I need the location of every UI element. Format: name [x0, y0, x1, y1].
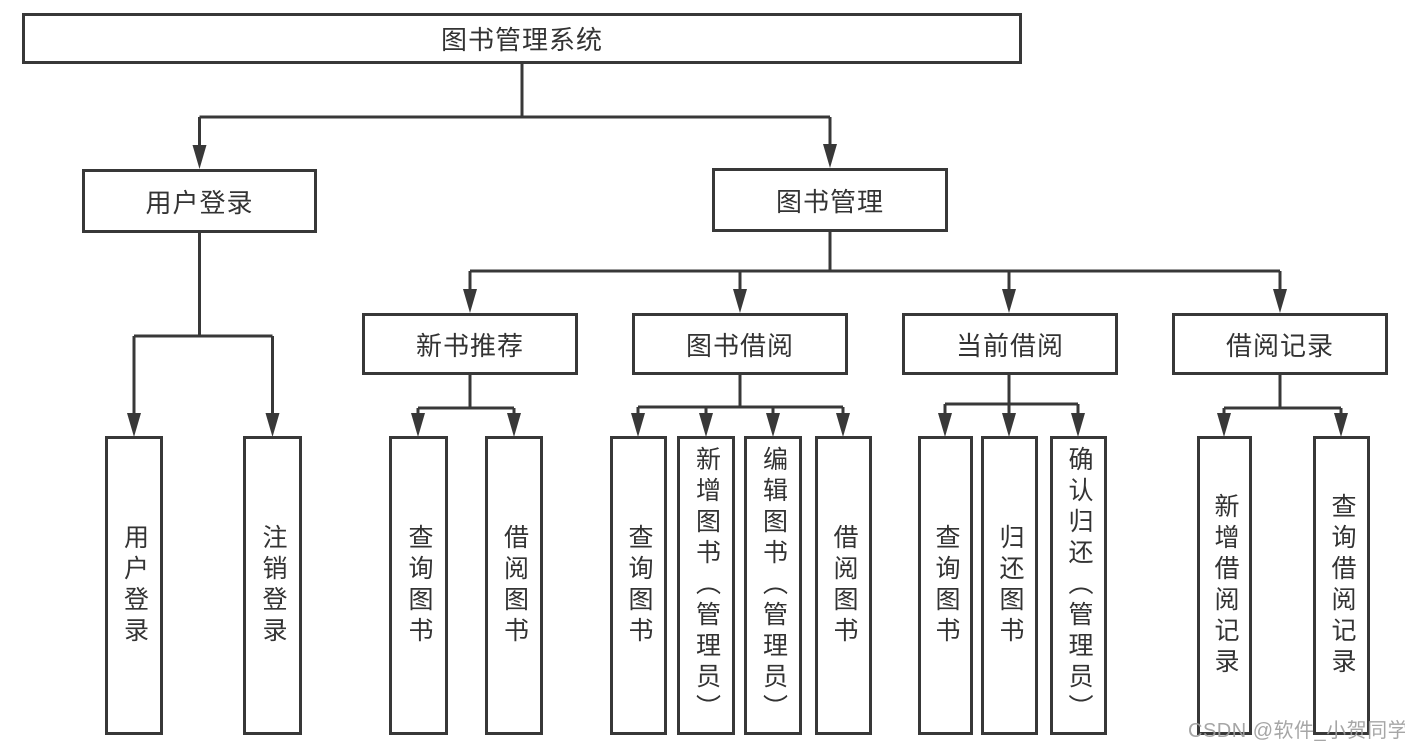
leaf-borrow-books-borrowing: 借阅图书: [815, 436, 872, 735]
leaf-return-books: 归还图书: [981, 436, 1038, 735]
node-current-borrowing: 当前借阅: [902, 313, 1118, 375]
leaf-edit-book-admin: 编辑图书（管理员）: [744, 436, 802, 735]
node-book-borrowing: 图书借阅: [632, 313, 848, 375]
leaf-borrow-books-recommend: 借阅图书: [485, 436, 543, 735]
leaf-confirm-return-admin: 确认归还（管理员）: [1050, 436, 1107, 735]
leaf-query-books-recommend: 查询图书: [389, 436, 448, 735]
node-book-management: 图书管理: [712, 168, 948, 232]
leaf-user-login: 用户登录: [105, 436, 163, 735]
arrowheads: [127, 144, 1348, 437]
node-borrow-records: 借阅记录: [1172, 313, 1388, 375]
node-user-login: 用户登录: [82, 169, 317, 233]
csdn-watermark: CSDN @软件_小贺同学: [1188, 720, 1405, 742]
leaf-query-books-borrowing: 查询图书: [610, 436, 667, 735]
leaf-add-book-admin: 新增图书（管理员）: [677, 436, 735, 735]
leaf-logout: 注销登录: [243, 436, 302, 735]
leaf-query-borrow-record: 查询借阅记录: [1313, 436, 1370, 735]
leaf-add-borrow-record: 新增借阅记录: [1197, 436, 1252, 735]
leaf-query-books-current: 查询图书: [918, 436, 973, 735]
node-library-system: 图书管理系统: [22, 13, 1022, 64]
node-new-book-recommend: 新书推荐: [362, 313, 578, 375]
